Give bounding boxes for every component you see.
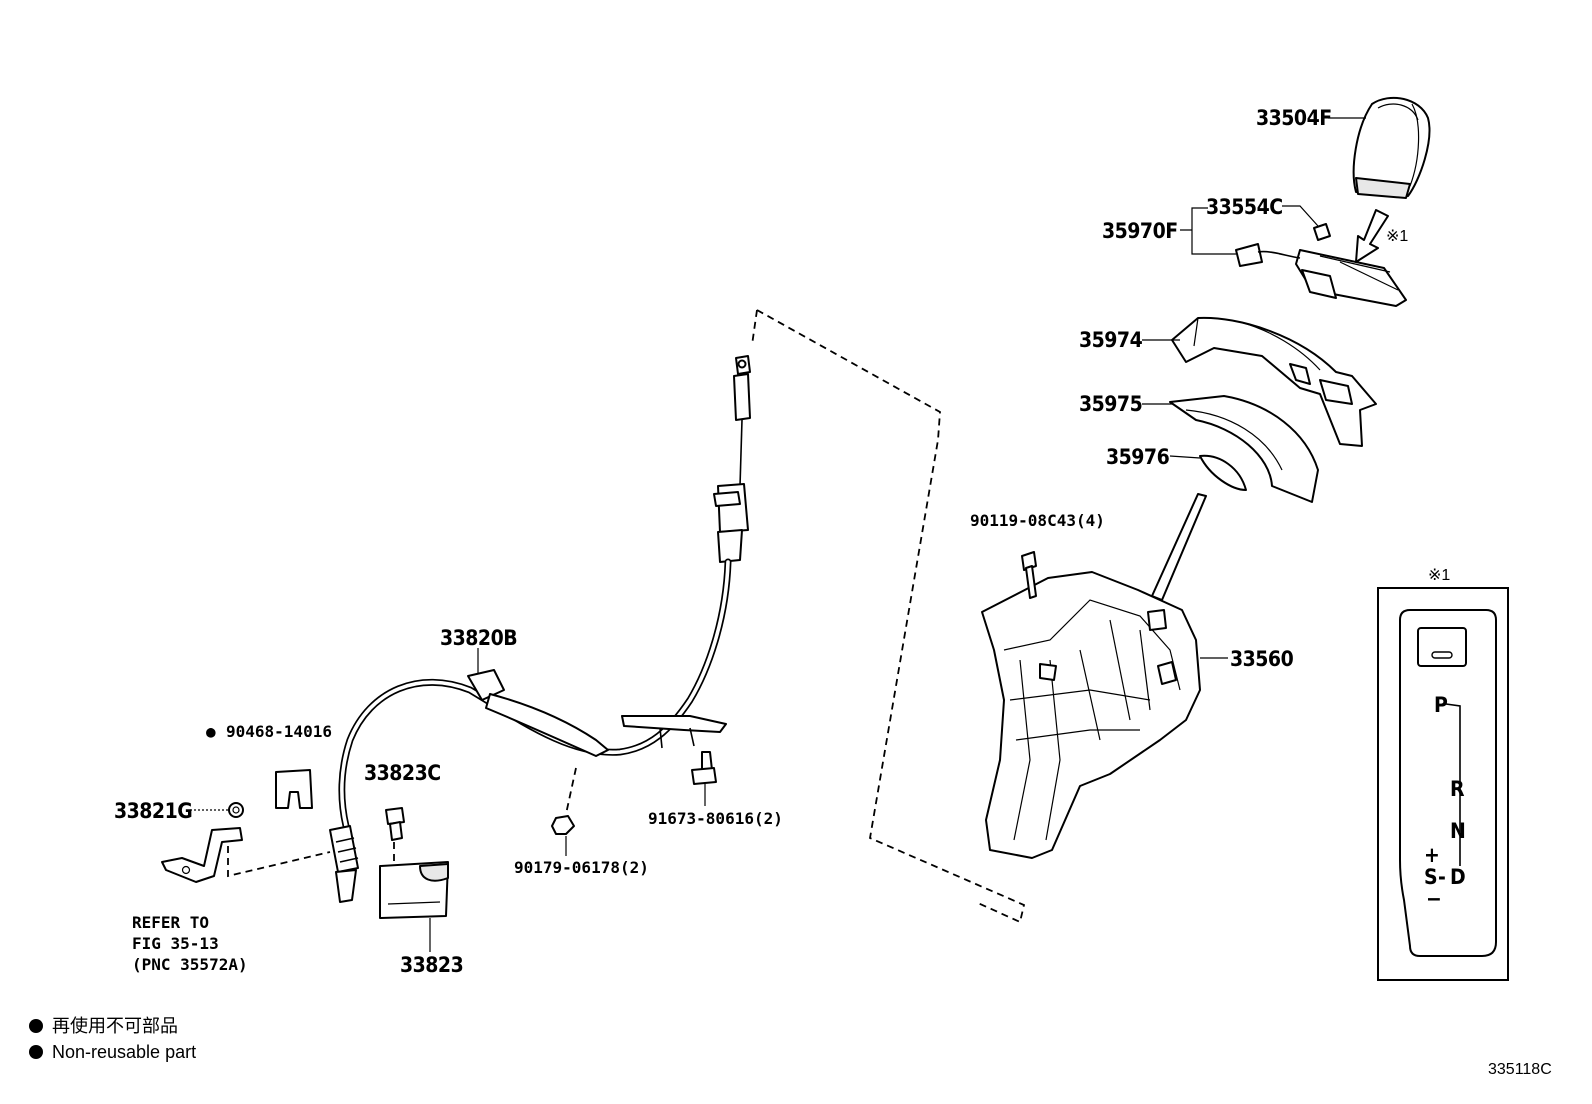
label-90119-08C43: 90119-08C43(4) — [970, 511, 1105, 530]
label-33823C: 33823C — [364, 761, 441, 785]
bolt-33823C — [385, 807, 405, 841]
bracket-35970F — [1180, 207, 1236, 255]
refer-line-3: (PNC 35572A) — [132, 955, 248, 974]
refer-line-2: FIG 35-13 — [132, 934, 219, 953]
cable-to-lever-dashed-link — [751, 309, 758, 346]
legend-dot-1 — [29, 1019, 43, 1033]
label-33504F: 33504F — [1256, 106, 1332, 130]
bolt-91673-80616 — [691, 751, 717, 785]
label-35970F: 35970F — [1102, 219, 1178, 243]
clip-90468-14016 — [275, 769, 313, 809]
nut-90179-06178 — [551, 815, 575, 835]
shift-cable-33820B — [329, 355, 751, 903]
legend-dot-2 — [29, 1045, 43, 1059]
label-33560: 33560 — [1230, 647, 1294, 671]
nut-33821G — [228, 802, 244, 818]
gate-dash: - — [1438, 865, 1445, 889]
figure-code: 335118C — [1488, 1061, 1552, 1078]
label-33820B: 33820B — [440, 626, 517, 650]
non-reusable-dot: ● — [206, 722, 216, 741]
label-90468-14016: 90468-14016 — [226, 722, 332, 741]
cover-33823 — [379, 861, 449, 919]
shift-knob-33504F — [1352, 96, 1431, 199]
label-35976: 35976 — [1106, 445, 1170, 469]
legend: 再使用不可部品 Non-reusable part — [29, 1016, 196, 1062]
gate-p: P — [1434, 693, 1448, 717]
legend-japanese: 再使用不可部品 — [52, 1016, 178, 1036]
refer-line-1: REFER TO — [132, 913, 209, 932]
gate-r: R — [1450, 777, 1465, 801]
cover-35974 — [1171, 316, 1377, 447]
label-35974: 35974 — [1079, 328, 1143, 352]
note-mark: ※1 — [1386, 228, 1408, 245]
indicator-35976 — [1199, 454, 1247, 491]
label-91673-80616: 91673-80616(2) — [648, 809, 783, 828]
label-35975: 35975 — [1079, 392, 1142, 416]
cable-bracket — [161, 827, 243, 883]
bracket-dashed-link — [227, 846, 331, 878]
inset-view: ※1 P R N + S - D − — [1377, 567, 1509, 981]
inset-mark: ※1 — [1428, 567, 1450, 584]
leader-33554C — [1282, 205, 1319, 227]
assembly-dashed-outline — [756, 309, 1026, 924]
gate-s: S — [1424, 865, 1437, 889]
shift-switch-35970F — [1235, 223, 1407, 307]
gate-minus: − — [1426, 887, 1441, 911]
gate-d: D — [1450, 865, 1465, 889]
view-arrow — [1355, 209, 1389, 263]
label-33554C: 33554C — [1206, 195, 1283, 219]
label-33823: 33823 — [400, 953, 463, 977]
gate-plus: + — [1424, 843, 1439, 867]
plate-35975 — [1169, 395, 1319, 503]
gate-n: N — [1450, 819, 1465, 843]
legend-english: Non-reusable part — [52, 1042, 196, 1062]
nut-90179-dashed-link — [565, 767, 577, 815]
leader-35976 — [1169, 455, 1201, 459]
label-33821G: 33821G — [114, 799, 192, 823]
shift-lever-assembly-33560 — [981, 493, 1207, 859]
label-90179-06178: 90179-06178(2) — [514, 858, 649, 877]
